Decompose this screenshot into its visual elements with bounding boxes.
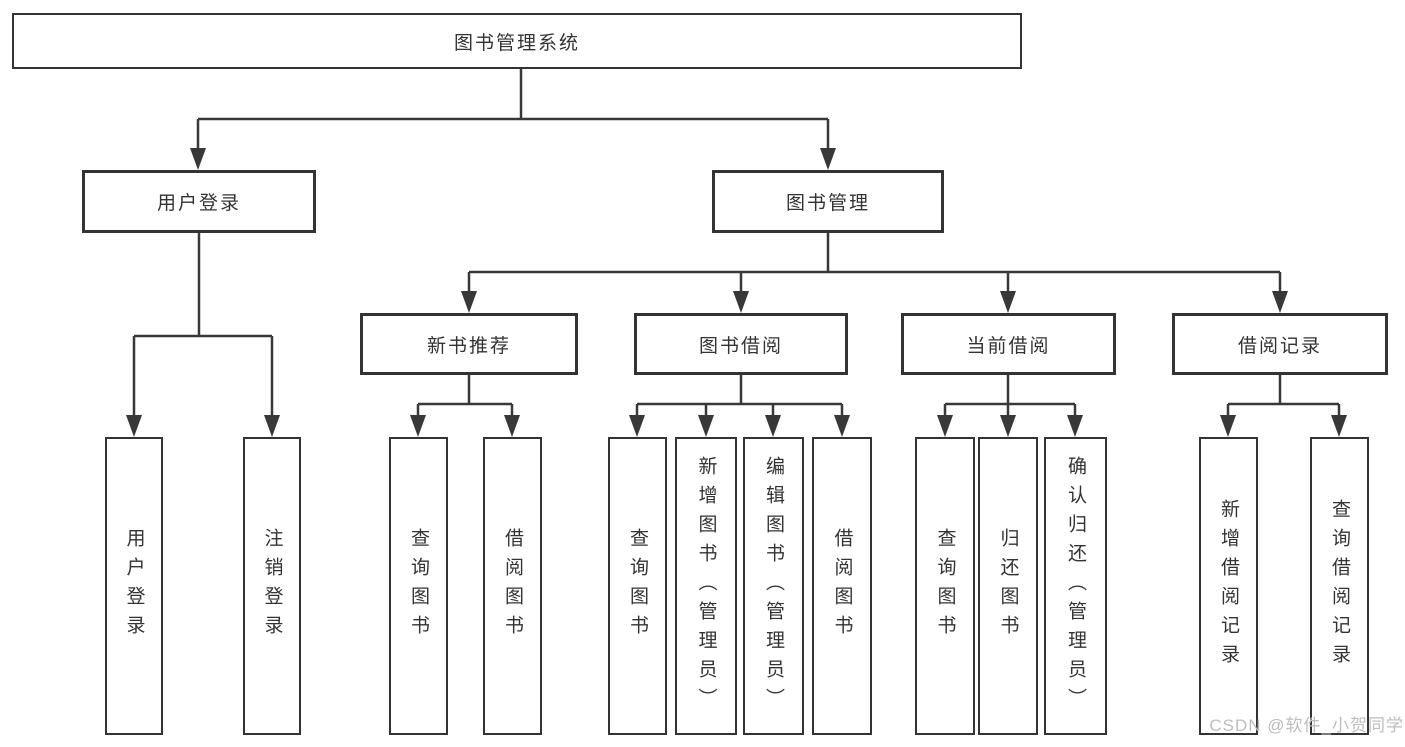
node-label: 用户登录 [156, 193, 241, 214]
leaf-label: 编辑图书（管理员） [763, 455, 784, 717]
node-root-library-system: 图书管理系统 [12, 13, 1022, 69]
leaf-label: 查询图书 [408, 528, 429, 644]
node-user-login: 用户登录 [82, 170, 316, 233]
leaf-query-books-recommend: 查询图书 [389, 437, 448, 735]
leaf-add-book-admin: 新增图书（管理员） [675, 437, 737, 735]
leaf-label: 用户登录 [123, 528, 145, 644]
leaf-logout: 注销登录 [243, 437, 301, 735]
node-borrow-records: 借阅记录 [1172, 313, 1388, 375]
leaf-label: 注销登录 [261, 528, 283, 644]
leaf-label: 查询图书 [934, 528, 956, 644]
node-label: 图书管理 [785, 193, 870, 214]
leaf-edit-book-admin: 编辑图书（管理员） [743, 437, 804, 735]
csdn-watermark: CSDN @软件_小贺同学 [1209, 716, 1404, 735]
leaf-query-books-borrowing: 查询图书 [608, 437, 667, 735]
leaf-label: 借阅图书 [502, 528, 523, 644]
node-label: 图书借阅 [698, 335, 783, 357]
leaf-label: 新增图书（管理员） [695, 455, 717, 717]
node-label: 借阅记录 [1237, 335, 1322, 357]
node-book-management: 图书管理 [712, 170, 944, 233]
leaf-label: 查询图书 [627, 528, 648, 644]
node-current-borrowing: 当前借阅 [901, 313, 1116, 375]
leaf-label: 确认归还（管理员） [1065, 455, 1086, 717]
node-label: 当前借阅 [966, 335, 1051, 357]
leaf-confirm-return-admin: 确认归还（管理员） [1044, 437, 1107, 735]
leaf-query-books-current: 查询图书 [915, 437, 975, 735]
leaf-query-borrow-record: 查询借阅记录 [1310, 437, 1369, 735]
leaf-label: 新增借阅记录 [1218, 499, 1239, 673]
node-label: 新书推荐 [426, 335, 511, 357]
leaf-borrow-books-recommend: 借阅图书 [483, 437, 542, 735]
node-new-book-recommend: 新书推荐 [360, 313, 578, 375]
leaf-borrow-books-borrowing: 借阅图书 [812, 437, 872, 735]
leaf-label: 归还图书 [997, 528, 1019, 644]
leaf-add-borrow-record: 新增借阅记录 [1199, 437, 1258, 735]
leaf-user-login: 用户登录 [105, 437, 163, 735]
arrowhead-icons [126, 148, 1347, 437]
leaf-label: 查询借阅记录 [1329, 499, 1350, 673]
leaf-label: 借阅图书 [831, 528, 853, 644]
leaf-return-books: 归还图书 [978, 437, 1038, 735]
node-book-borrowing: 图书借阅 [634, 313, 848, 375]
node-label: 图书管理系统 [453, 32, 580, 54]
